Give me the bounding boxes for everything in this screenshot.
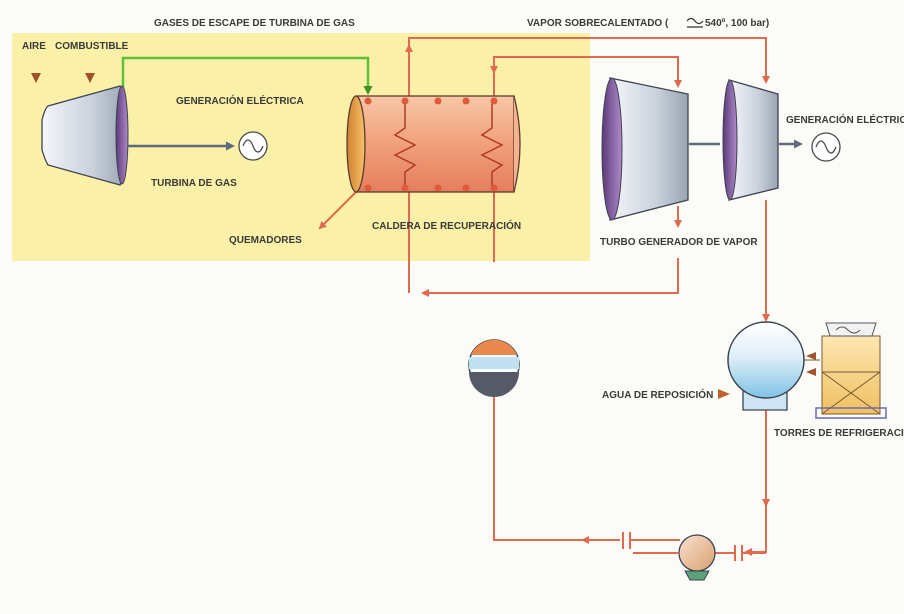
tower-feed-arrow xyxy=(806,368,816,376)
steam-conditions-label: 540º, 100 bar) xyxy=(705,18,769,29)
approx-symbol-icon xyxy=(686,17,704,28)
power-gen-steam-label: GENERACIÓN ELÉCTRICA xyxy=(786,113,904,126)
superheated-steam-label: VAPOR SOBRECALENTADO ( xyxy=(527,18,669,29)
cooling-tower xyxy=(815,322,887,419)
feedwater-tank xyxy=(468,339,520,397)
steam-turbine-label: TURBO GENERADOR DE VAPOR xyxy=(600,237,758,248)
gas-exhaust-label: GASES DE ESCAPE DE TURBINA DE GAS xyxy=(154,18,355,29)
air-intake-marker xyxy=(31,73,41,83)
exhaust-gas-line xyxy=(121,56,373,95)
feed-pump xyxy=(678,534,716,581)
steam-turbine-hp xyxy=(722,79,779,201)
burners-label: QUEMADORES xyxy=(229,235,302,246)
condenser xyxy=(727,321,805,411)
makeup-water-label: AGUA DE REPOSICIÓN xyxy=(602,388,713,401)
hrsg-label: CALDERA DE RECUPERACIÓN xyxy=(372,219,521,232)
steam-generator-icon xyxy=(811,132,841,162)
gas-turbine xyxy=(41,85,129,186)
tower-return-arrow xyxy=(806,352,816,360)
gas-generator-icon xyxy=(238,131,268,161)
gas-turbine-label: TURBINA DE GAS xyxy=(151,178,237,189)
fuel-intake-marker xyxy=(85,73,95,83)
hrsg-boiler xyxy=(346,95,521,193)
power-gen-gas-label: GENERACIÓN ELÉCTRICA xyxy=(176,94,304,107)
steam-turbine-lp xyxy=(601,77,689,221)
makeup-water-arrow xyxy=(718,389,730,399)
cooling-towers-label: TORRES DE REFRIGERACIÓN xyxy=(774,426,904,439)
fuel-label: COMBUSTIBLE xyxy=(55,41,129,52)
burner-dots xyxy=(364,97,498,192)
feedwater-valves xyxy=(622,532,766,561)
air-label: AIRE xyxy=(22,41,46,52)
